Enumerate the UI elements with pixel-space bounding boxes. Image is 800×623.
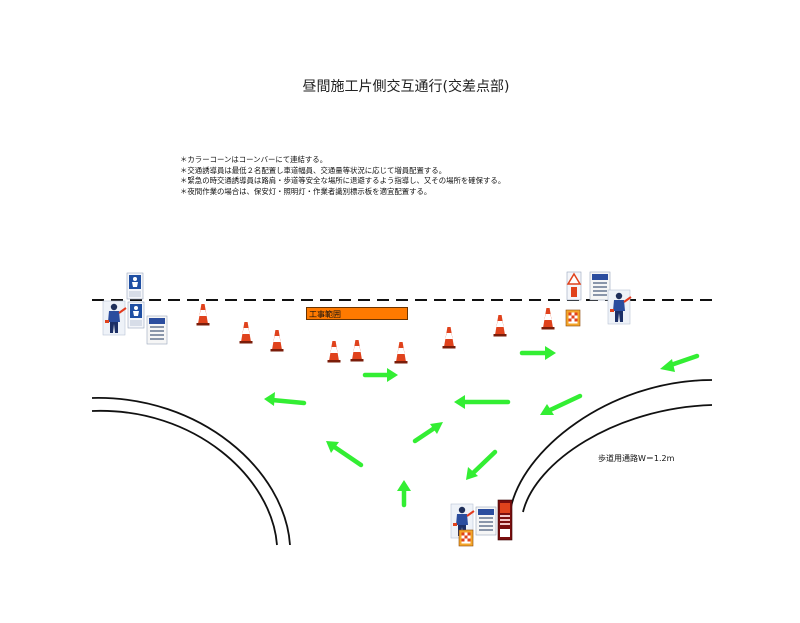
page-title: 昼間施工片側交互通行(交差点部) [302,79,510,95]
traffic-cone-icon [493,315,507,337]
traffic-cone-icon [394,342,408,364]
work-zone-label: 工事範囲 [306,307,408,320]
note-item: カラーコーンはコーンバーにて連結する。 [180,155,505,166]
traffic-flow-arrow-icon [412,424,439,444]
traffic-cone-icon [350,340,364,362]
traffic-cone-icon [196,304,210,326]
traffic-cone-icon [270,330,284,352]
traffic-cone-icon [327,341,341,363]
road-sign-icon [458,529,474,547]
road-sign-icon [497,499,513,541]
traffic-cone-icon [541,308,555,330]
road-sign-icon [126,272,144,300]
traffic-flow-arrow-icon [469,449,498,477]
curb-left-outer [91,397,291,546]
note-item: 夜間作業の場合は、保安灯・照明灯・作業者識別標示板を適宜配置する。 [180,187,505,198]
traffic-flow-arrow-icon [330,443,364,468]
road-sign-icon [565,309,581,327]
traffic-cone-icon [239,322,253,344]
road-sign-icon [475,506,497,536]
traffic-guard-icon [607,289,632,325]
road-sign-icon [146,315,168,345]
traffic-flow-arrow-icon [545,393,583,414]
curb-left-inner [91,410,278,546]
curb-right-outer [509,379,713,513]
note-item: 緊急の時交通誘導員は路肩・歩道等安全な場所に退避するよう指導し、又その場所を確保… [180,176,505,187]
road-sign-icon [566,271,582,301]
traffic-guard-icon [102,300,127,336]
road-sign-icon [127,301,145,329]
note-item: 交通誘導員は最低２名配置し車道幅員、交通量等状況に応じて増員配置する。 [180,166,505,177]
curb-right-inner [522,404,713,513]
notes-list: カラーコーンはコーンバーにて連結する。 交通誘導員は最低２名配置し車道幅員、交通… [180,155,505,197]
traffic-cone-icon [442,327,456,349]
sidewalk-width-label: 歩道用通路W＝1.2m [598,454,675,463]
traffic-flow-arrow-icon [269,397,307,406]
road-sign-icon [589,271,611,301]
